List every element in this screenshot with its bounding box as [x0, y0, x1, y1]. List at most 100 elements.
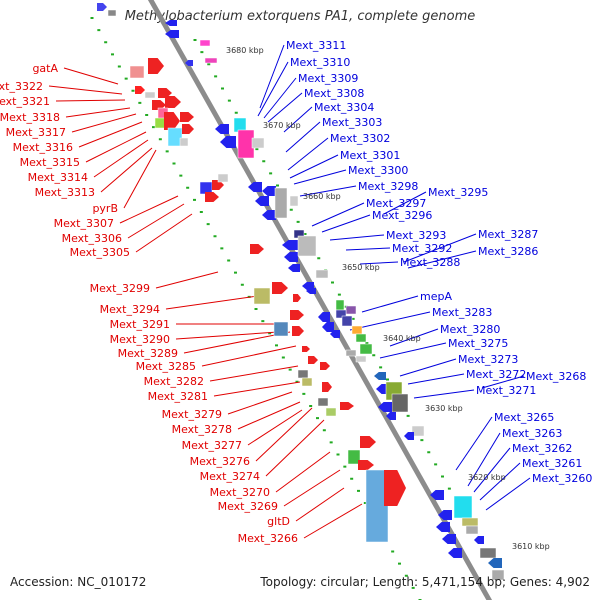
gene-arrow: [205, 192, 219, 202]
scale-tick: [406, 414, 410, 417]
gene-block: [355, 355, 367, 363]
gene-block: [251, 137, 265, 149]
leader-line: [399, 358, 457, 377]
gene-block: [335, 309, 347, 319]
gene-label: Mext_3303: [322, 116, 382, 129]
gene-arrow: [442, 534, 456, 544]
kbp-marker: 3660 kbp: [303, 192, 341, 201]
gene-label: Mext_3279: [162, 408, 222, 421]
leader-line: [407, 250, 477, 269]
scale-tick: [276, 184, 279, 187]
gene-block: [144, 91, 156, 99]
leader-line: [299, 185, 357, 197]
leader-line: [303, 503, 363, 539]
gene-arrow: [215, 124, 229, 134]
gene-label: Mext_3263: [502, 427, 562, 440]
gene-label: gatA: [32, 62, 58, 75]
gene-label: Mext_3296: [372, 209, 432, 222]
gene-label: Mext_3322: [0, 80, 43, 93]
gene-label: Mext_3273: [458, 353, 518, 366]
gene-label: mepA: [420, 290, 452, 303]
gene-arrow: [165, 30, 179, 38]
label-leader-lines: [48, 44, 531, 539]
scale-tick: [90, 17, 94, 19]
gene-label: Mext_3299: [90, 282, 150, 295]
gene-features: [97, 3, 505, 581]
gene-arrow: [152, 100, 166, 110]
scale-tick: [398, 562, 401, 565]
gene-block: [491, 569, 505, 581]
genome-backbone: [147, 0, 493, 600]
leader-line: [255, 407, 313, 462]
leader-line: [237, 401, 301, 430]
leader-line: [295, 487, 345, 522]
gene-block: [253, 287, 271, 305]
leader-line: [359, 261, 399, 265]
scale-tick: [434, 463, 438, 466]
leader-line: [259, 44, 285, 109]
gene-arrow: [135, 86, 145, 94]
scale-tick: [357, 489, 360, 492]
gene-arrow: [386, 412, 396, 420]
scale-tick: [131, 89, 135, 92]
gene-label: Mext_3285: [136, 360, 196, 373]
leader-line: [311, 202, 365, 227]
scale-tick: [351, 317, 355, 320]
gene-labels: gatAMext_3322Mext_3321Mext_3318Mext_3317…: [0, 39, 592, 545]
gene-arrow: [180, 112, 194, 122]
leader-line: [85, 131, 147, 163]
gene-label: Mext_3318: [0, 111, 60, 124]
leader-line: [321, 214, 371, 233]
scale-tick: [97, 29, 101, 32]
gene-block: [107, 9, 117, 17]
kbp-marker: 3650 kbp: [342, 263, 380, 272]
scale-tick: [386, 378, 389, 381]
leader-line: [407, 373, 465, 385]
scale-tick: [234, 111, 238, 114]
scale-tick: [117, 65, 121, 68]
leader-line: [247, 409, 303, 446]
gene-block: [237, 129, 255, 159]
scale-tick: [255, 148, 259, 151]
gene-label: Mext_3314: [28, 171, 88, 184]
gene-arrow: [320, 362, 330, 370]
gene-arrow: [488, 558, 502, 568]
gene-label: Mext_3276: [190, 455, 250, 468]
scale-tick: [404, 574, 408, 577]
scale-tick: [220, 247, 224, 250]
leader-line: [135, 213, 193, 253]
gene-block: [341, 315, 353, 327]
gene-block: [315, 269, 329, 279]
gene-block: [345, 305, 357, 315]
kbp-marker: 3610 kbp: [512, 542, 550, 551]
scale-tick: [303, 233, 307, 235]
gene-label: Mext_3300: [348, 164, 408, 177]
map-title: Methylobacterium extorquens PA1, complet…: [124, 9, 476, 24]
scale-tick: [207, 63, 211, 66]
gene-label: Mext_3287: [478, 228, 538, 241]
leader-line: [209, 365, 299, 382]
gene-block: [335, 299, 345, 311]
gene-block: [465, 525, 479, 535]
gene-block: [297, 369, 309, 379]
gene-label: Mext_3308: [304, 87, 364, 100]
gene-label: Mext_3286: [478, 245, 538, 258]
gene-block: [179, 137, 189, 147]
gene-label: Mext_3271: [476, 384, 536, 397]
gene-arrow: [185, 60, 193, 66]
leader-line: [349, 311, 431, 331]
topology-text: Topology: circular; Length: 5,471,154 bp…: [260, 575, 590, 589]
gene-arrow: [340, 402, 354, 410]
leader-line: [63, 67, 119, 85]
gene-label: Mext_3290: [110, 333, 170, 346]
gene-label: Mext_3261: [522, 457, 582, 470]
gene-arrow: [474, 536, 484, 544]
gene-label: gltD: [267, 515, 290, 528]
gene-block: [289, 195, 299, 207]
gene-label: Mext_3260: [532, 472, 592, 485]
gene-arrow: [378, 402, 392, 412]
scale-tick: [302, 392, 306, 395]
gene-block: [479, 547, 497, 559]
gene-arrow: [262, 186, 276, 196]
